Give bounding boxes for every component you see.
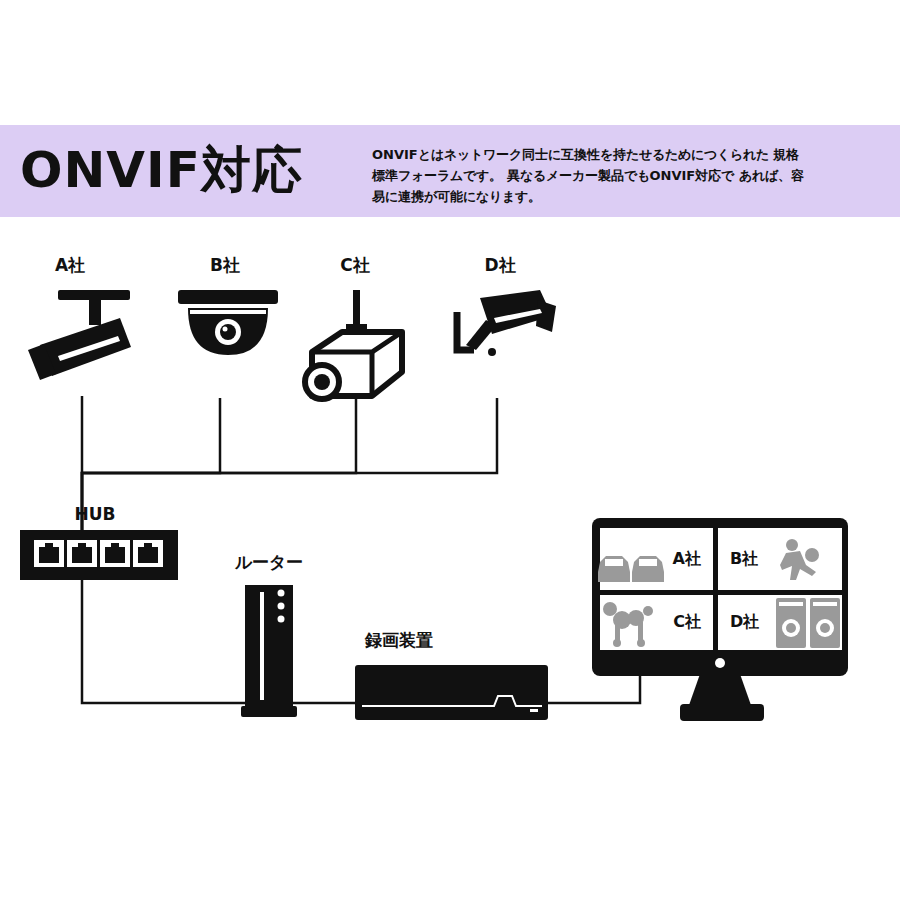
screen-label: C社 xyxy=(671,612,703,633)
screen-label: D社 xyxy=(728,612,761,633)
camera-icon xyxy=(457,290,556,356)
device-label: HUB xyxy=(75,504,116,524)
mon-box: A社 B社 C社 D社 xyxy=(592,518,848,676)
device-label: C社 xyxy=(340,254,369,277)
screen-tile: B社 xyxy=(718,528,842,590)
page-title: ONVIF対応 xyxy=(20,137,303,204)
camera-icon xyxy=(305,290,402,399)
device-label: D社 xyxy=(484,254,515,277)
screen-pictures xyxy=(598,539,840,648)
router-box: ルーター xyxy=(245,585,293,717)
screen-tile: D社 xyxy=(718,595,842,650)
cam-box: B社 xyxy=(176,288,282,398)
screen-tile: C社 xyxy=(600,595,713,650)
cable-line xyxy=(293,702,355,705)
hub-box: HUB xyxy=(20,530,178,580)
device-label: ルーター xyxy=(235,551,303,574)
cam-box: D社 xyxy=(450,288,560,398)
hub-icon xyxy=(20,530,178,580)
monitor-icon xyxy=(592,518,848,721)
cable-line xyxy=(82,580,245,703)
recorder-icon xyxy=(355,665,548,720)
device-label: B社 xyxy=(210,254,240,277)
screen-label: B社 xyxy=(728,549,760,570)
device-label: 録画装置 xyxy=(365,629,433,652)
cable-line xyxy=(82,398,497,530)
camera-icon xyxy=(28,290,131,380)
rec-box: 録画装置 xyxy=(355,665,548,720)
cam-box: C社 xyxy=(300,288,406,398)
cable-line xyxy=(82,398,356,530)
screen-tile: A社 xyxy=(600,528,713,590)
cam-box: A社 xyxy=(28,288,134,396)
screen-label: A社 xyxy=(671,549,703,570)
camera-icon xyxy=(178,290,278,355)
description: ONVIFとはネットワーク同士に互換性を持たせるためにつくられた 規格標準フォー… xyxy=(372,145,812,207)
router-icon xyxy=(241,585,297,717)
cable-line xyxy=(548,676,640,703)
device-label: A社 xyxy=(55,254,85,277)
